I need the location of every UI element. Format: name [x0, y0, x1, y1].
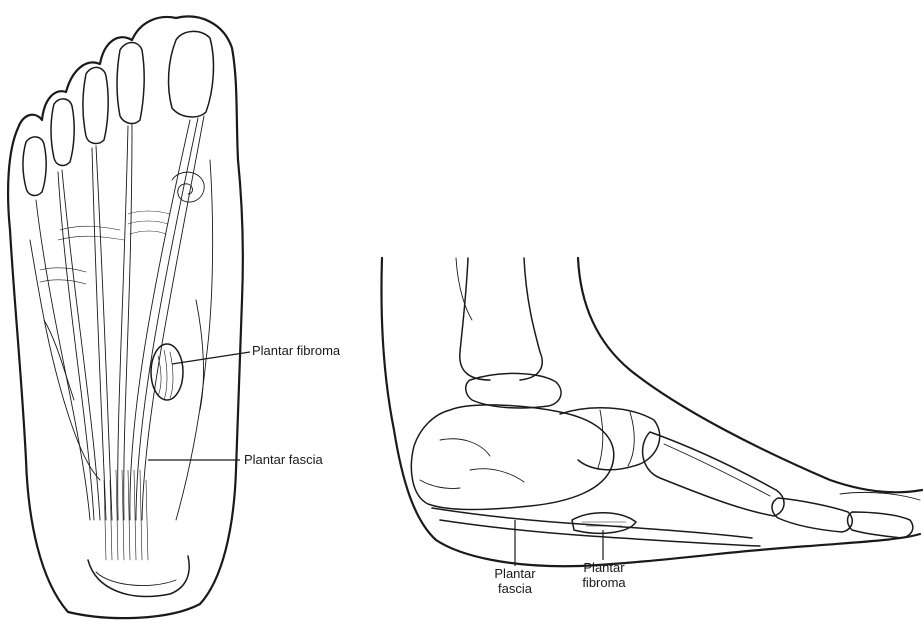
lateral-muscle-edge — [44, 320, 74, 400]
label-plantar-fibroma-side-line2: fibroma — [572, 575, 636, 590]
lateral-muscle-mass — [30, 240, 100, 480]
fifth-toe — [23, 137, 46, 196]
midfoot-joints — [598, 410, 634, 468]
label-plantar-fibroma-side: Plantar fibroma — [572, 560, 636, 590]
leg-skin-front — [578, 258, 922, 492]
label-plantar-fibroma-side-line1: Plantar — [572, 560, 636, 575]
label-plantar-fibroma-top: Plantar fibroma — [252, 343, 340, 358]
toe-tip — [840, 492, 920, 500]
medial-muscle-edge — [196, 300, 203, 410]
plantar-fibroma-nodule-side — [572, 513, 636, 534]
distal-phalanx — [848, 512, 913, 538]
sesamoid-swirl — [172, 172, 204, 202]
metatarsal — [643, 432, 784, 516]
lateral-view-foot — [382, 258, 923, 566]
leader-top-fibroma — [172, 352, 250, 364]
plantar-view-foot — [8, 16, 243, 618]
fibula — [520, 258, 542, 380]
calcaneus-detail — [420, 439, 524, 489]
heel-bone-outline — [96, 572, 176, 586]
tibia — [460, 258, 490, 380]
label-plantar-fascia-top: Plantar fascia — [244, 452, 323, 467]
calcaneus — [411, 405, 613, 510]
label-plantar-fascia-side-line2: fascia — [485, 581, 545, 596]
great-toe — [169, 31, 214, 117]
metatarsal-detail — [664, 444, 770, 496]
label-plantar-fascia-side: Plantar fascia — [485, 566, 545, 596]
second-toe — [117, 43, 144, 124]
label-plantar-fascia-side-line1: Plantar — [485, 566, 545, 581]
third-toe — [83, 67, 108, 143]
fourth-toe — [51, 99, 74, 166]
medial-muscle-mass — [176, 160, 213, 520]
heel-pad — [88, 556, 189, 596]
fibroma-shading — [158, 350, 173, 400]
leg-skin-back — [382, 258, 921, 566]
